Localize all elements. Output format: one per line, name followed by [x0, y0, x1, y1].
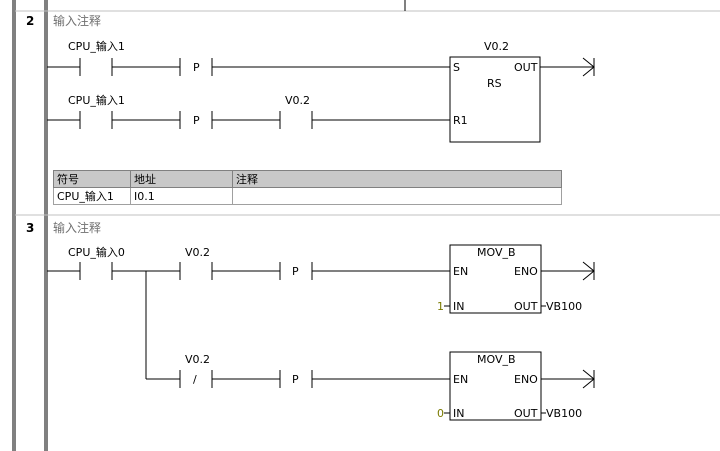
contact-label: CPU_输入1 — [68, 93, 125, 107]
contact-cpu-input1[interactable]: CPU_输入1 — [68, 39, 125, 76]
set-pin-label: S — [453, 61, 460, 74]
cell-comment[interactable] — [232, 187, 562, 205]
symbol-table-header: 符号 地址 注释 — [53, 170, 562, 188]
contact-label: V0.2 — [185, 246, 210, 259]
symbol-table: 符号 地址 注释 CPU_输入1 I0.1 — [53, 170, 562, 205]
mov-b-box-2[interactable]: MOV_B EN ENO IN OUT — [449, 351, 542, 421]
in-pin-label: IN — [453, 300, 464, 313]
coil-address: V0.2 — [484, 40, 509, 53]
out-pin-label: OUT — [514, 407, 538, 420]
pulse-contact-p[interactable]: P — [179, 58, 213, 76]
eno-pin-label: ENO — [514, 373, 538, 386]
pulse-contact-p-b[interactable]: P — [179, 111, 213, 129]
in-constant[interactable]: 0 — [437, 407, 444, 420]
negated-symbol: / — [193, 373, 197, 386]
box-title: MOV_B — [477, 353, 516, 366]
pulse-contact-p[interactable]: P — [279, 262, 313, 280]
in-pin-label: IN — [453, 407, 464, 420]
rs-flipflop-box[interactable]: V0.2 S OUT RS R1 — [449, 40, 541, 143]
pulse-label: P — [193, 114, 200, 127]
pulse-label: P — [292, 373, 299, 386]
output-arrow-icon — [582, 57, 595, 77]
table-row[interactable]: CPU_输入1 I0.1 — [53, 187, 562, 205]
out-pin-label: OUT — [514, 61, 538, 74]
en-pin-label: EN — [453, 373, 468, 386]
out-address[interactable]: VB100 — [546, 300, 582, 313]
network-3: 3 输入注释 CPU_输入0 V0.2 P V0.2 / — [26, 220, 595, 421]
pulse-label: P — [193, 61, 200, 74]
contact-label: CPU_输入1 — [68, 39, 125, 53]
en-pin-label: EN — [453, 265, 468, 278]
contact-cpu-input0[interactable]: CPU_输入0 — [68, 245, 125, 280]
contact-v0-2[interactable]: V0.2 — [279, 94, 313, 129]
contact-label: CPU_输入0 — [68, 245, 125, 259]
network-number[interactable]: 3 — [26, 221, 34, 235]
in-constant[interactable]: 1 — [437, 300, 444, 313]
box-type: RS — [487, 77, 502, 90]
header-symbol[interactable]: 符号 — [53, 170, 131, 188]
cell-address[interactable]: I0.1 — [130, 187, 233, 205]
header-comment[interactable]: 注释 — [232, 170, 562, 188]
out-pin-label: OUT — [514, 300, 538, 313]
contact-cpu-input1-b[interactable]: CPU_输入1 — [68, 93, 125, 129]
pulse-label: P — [292, 265, 299, 278]
box-title: MOV_B — [477, 246, 516, 259]
pulse-contact-p-b[interactable]: P — [279, 370, 313, 388]
header-address[interactable]: 地址 — [130, 170, 233, 188]
contact-v0-2-nc[interactable]: V0.2 / — [179, 353, 213, 388]
contact-label: V0.2 — [185, 353, 210, 366]
mov-b-box-1[interactable]: MOV_B EN ENO IN OUT — [449, 244, 542, 314]
contact-v0-2-no[interactable]: V0.2 — [179, 246, 213, 280]
output-arrow-icon — [582, 261, 595, 281]
out-address[interactable]: VB100 — [546, 407, 582, 420]
network-number[interactable]: 2 — [26, 14, 34, 28]
network-comment[interactable]: 输入注释 — [53, 13, 101, 28]
reset-pin-label: R1 — [453, 114, 468, 127]
network-2: 2 输入注释 CPU_输入1 P CPU_输入1 P — [26, 13, 595, 143]
eno-pin-label: ENO — [514, 265, 538, 278]
network-comment[interactable]: 输入注释 — [53, 220, 101, 235]
cell-symbol[interactable]: CPU_输入1 — [53, 187, 131, 205]
output-arrow-icon — [582, 369, 595, 389]
contact-label: V0.2 — [285, 94, 310, 107]
